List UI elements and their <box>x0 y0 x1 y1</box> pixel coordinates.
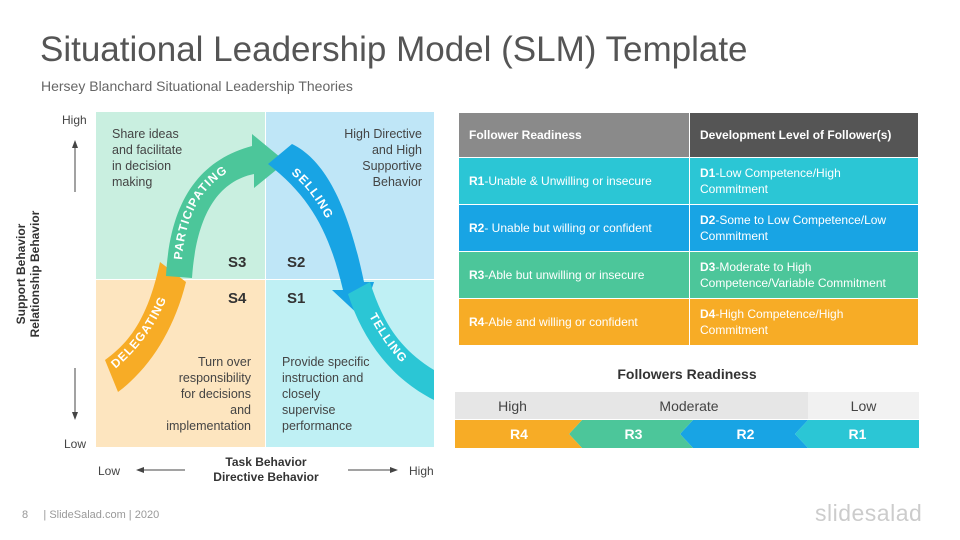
readiness-table: Follower Readiness Development Level of … <box>458 112 919 346</box>
brand-logo: slidesalad <box>815 500 923 526</box>
x-axis-low: Low <box>98 464 121 478</box>
footer: 8 | SlideSalad.com | 2020 <box>22 509 159 521</box>
s1-label: S1 <box>287 290 306 307</box>
s2-label: S2 <box>287 254 306 271</box>
page-subtitle: Hersey Blanchard Situational Leadership … <box>41 78 353 94</box>
scale-high: High <box>455 392 570 419</box>
followers-readiness-title: Followers Readiness <box>617 366 757 382</box>
selling-arrow <box>268 144 374 318</box>
level-cell: D3-Moderate to High Competence/Variable … <box>689 251 919 299</box>
table-row: R3-Able but unwilling or insecure D3-Mod… <box>458 251 919 299</box>
readiness-cell: R4-Able and willing or confident <box>458 298 690 346</box>
chevron-r2 <box>680 420 808 448</box>
page-title: Situational Leadership Model (SLM) Templ… <box>40 30 748 69</box>
chevron-r1 <box>795 420 919 448</box>
scale-low: Low <box>808 392 919 419</box>
chevron-label-r4: R4 <box>510 426 528 442</box>
chevron-label-r3: R3 <box>624 426 643 442</box>
chevron-label-r2: R2 <box>736 426 755 442</box>
s4-label: S4 <box>228 290 247 307</box>
chevron-label-r1: R1 <box>848 426 867 442</box>
readiness-cell: R1-Unable & Unwilling or insecure <box>458 157 690 205</box>
chevron-r4 <box>455 420 582 448</box>
scale-moderate: Moderate <box>570 392 808 419</box>
y-axis-low: Low <box>64 437 87 451</box>
table-row: R2- Unable but willing or confident D2-S… <box>458 204 919 252</box>
chevron-r3 <box>569 420 693 448</box>
x-axis-high: High <box>409 464 434 478</box>
s3-label: S3 <box>228 254 247 271</box>
readiness-cell: R3-Able but unwilling or insecure <box>458 251 690 299</box>
participating-arrow <box>166 134 286 278</box>
telling-arrow <box>348 282 434 400</box>
level-cell: D4-High Competence/High Commitment <box>689 298 919 346</box>
y-axis-high: High <box>62 113 87 127</box>
footer-text: | SlideSalad.com | 2020 <box>43 509 160 521</box>
page-number: 8 <box>22 509 29 521</box>
x-axis-title: Task Behavior Directive Behavior <box>213 455 319 484</box>
header-development-level: Development Level of Follower(s) <box>689 112 919 158</box>
header-follower-readiness: Follower Readiness <box>458 112 690 158</box>
table-header-row: Follower Readiness Development Level of … <box>458 112 919 158</box>
table-row: R4-Able and willing or confident D4-High… <box>458 298 919 346</box>
delegating-arrow <box>105 262 186 392</box>
